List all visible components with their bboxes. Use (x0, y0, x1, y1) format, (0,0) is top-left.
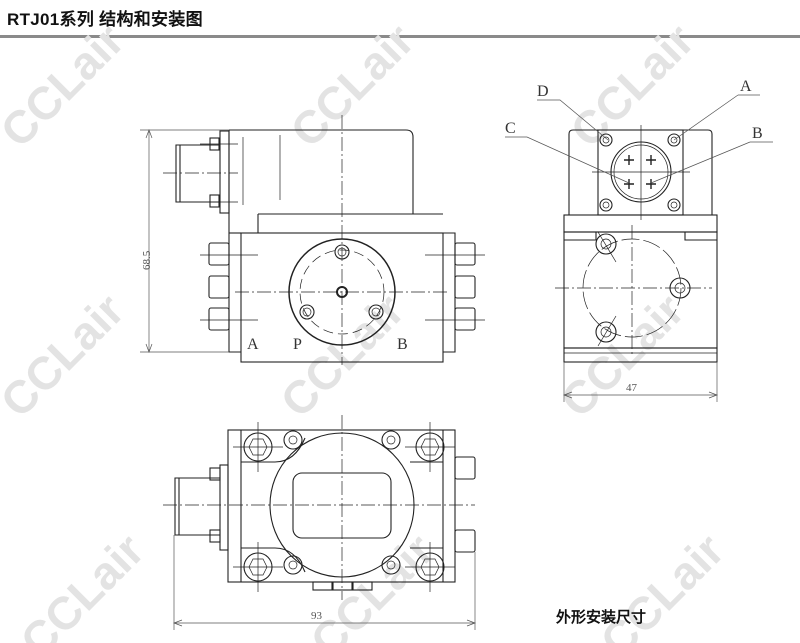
pin-label-d: D (537, 83, 549, 100)
pin-label-c: C (505, 120, 516, 137)
pin-label-b: B (752, 125, 763, 142)
watermark: CCLair (10, 524, 153, 643)
watermark: CCLair (280, 14, 423, 157)
watermark: CCLair (550, 284, 693, 427)
drawing-caption: 外形安装尺寸 (556, 609, 647, 626)
bottom-view: 93 (163, 415, 476, 630)
length-dimension: 93 (311, 610, 323, 622)
title-divider (0, 35, 800, 38)
side-view: D A C B 47 (505, 78, 773, 402)
port-label-p: P (293, 336, 302, 353)
width-dimension: 47 (626, 382, 638, 394)
height-dimension: 68.5 (141, 250, 153, 270)
watermark: CCLair (270, 284, 413, 427)
watermarks: CCLair CCLair CCLair CCLair CCLair CCLai… (0, 14, 734, 643)
watermark: CCLair (0, 14, 134, 157)
watermark: CCLair (560, 14, 703, 157)
page-title: RTJ01系列 结构和安装图 (7, 10, 203, 29)
pin-label-a: A (740, 78, 752, 95)
port-label-a: A (247, 336, 259, 353)
port-label-b: B (397, 336, 408, 353)
watermark: CCLair (0, 284, 134, 427)
front-view: A P B 68.5 (140, 115, 485, 365)
